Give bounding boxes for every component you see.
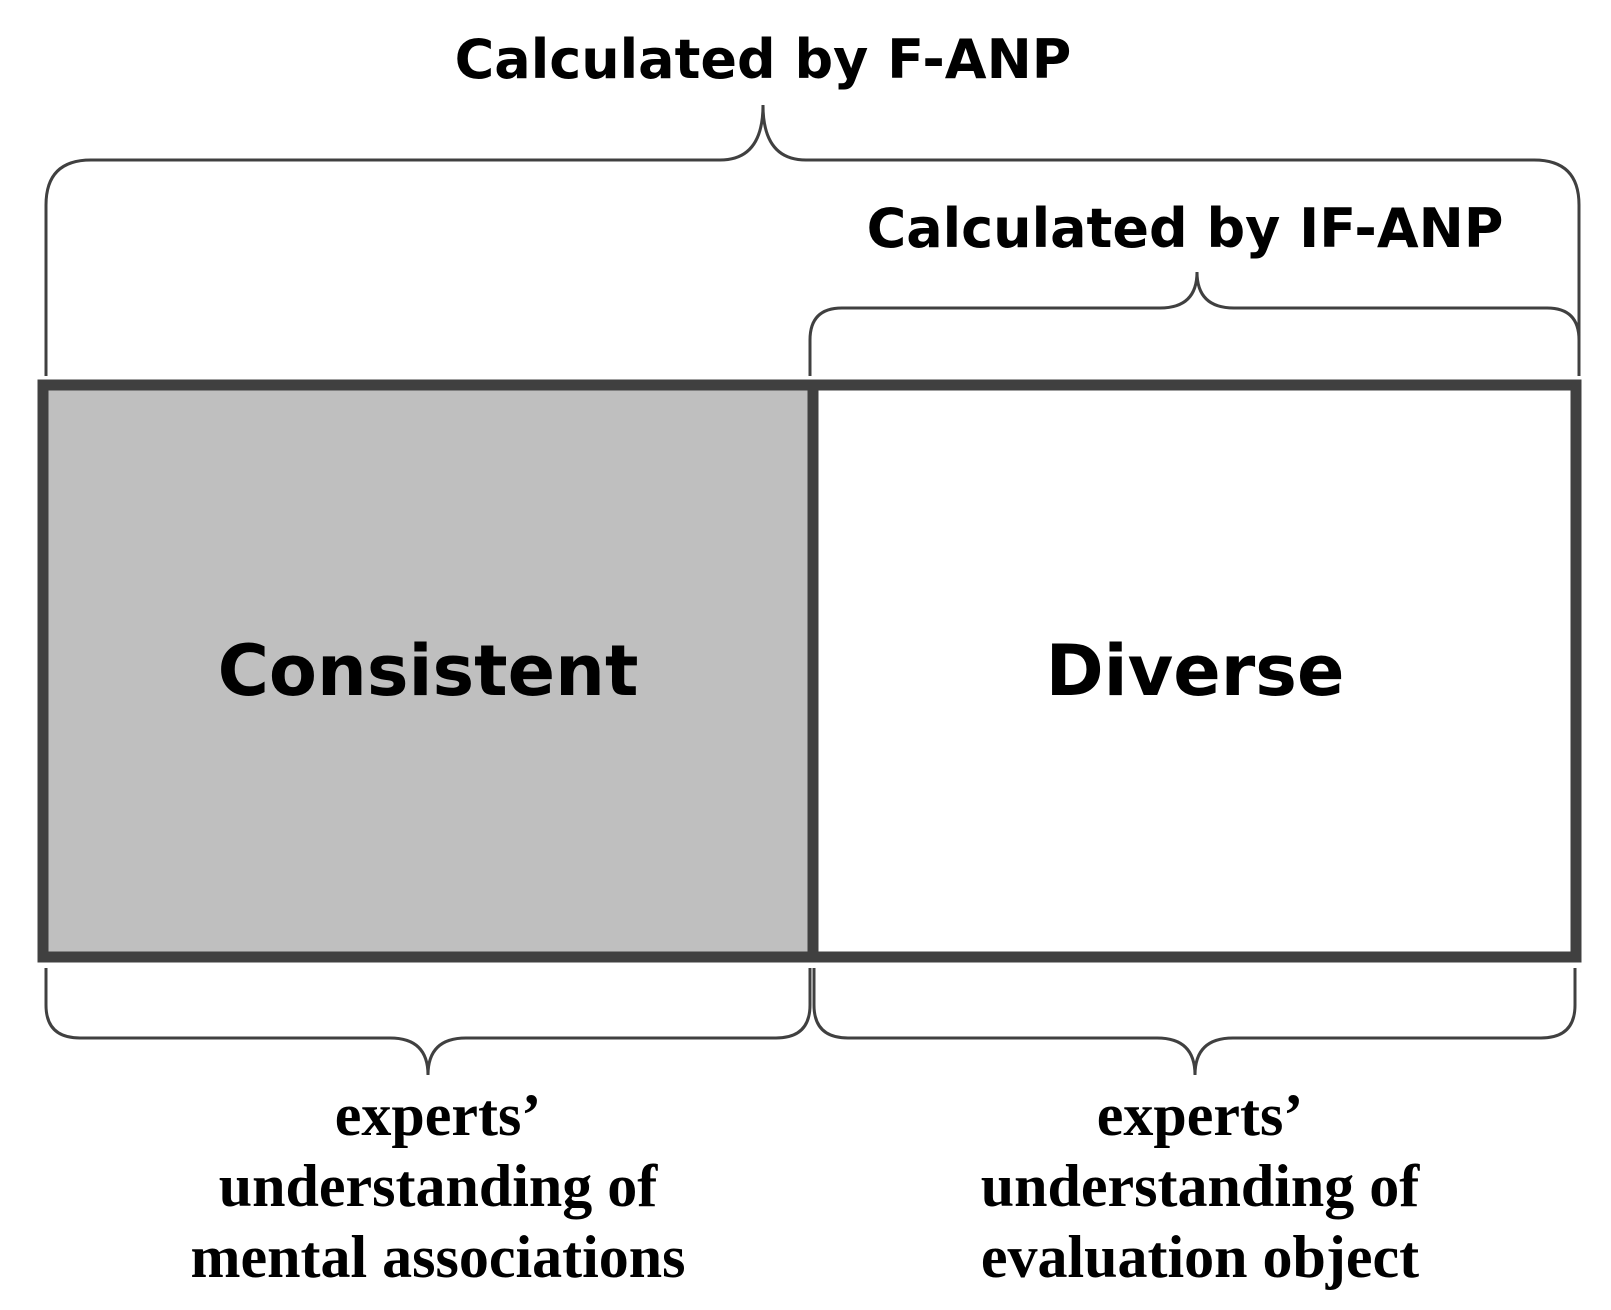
f-anp-label: Calculated by F-ANP [455,28,1072,91]
if-anp-brace [808,271,1581,376]
mental-associations-brace [44,968,812,1076]
diverse-box [807,379,1582,963]
evaluation-object-brace [812,968,1577,1076]
evaluation-object-line-2: understanding of [981,1153,1420,1219]
consistent-label: Consistent [218,630,639,712]
evaluation-object-line-1: experts’ [1097,1082,1304,1148]
if-anp-label: Calculated by IF-ANP [867,197,1504,260]
mental-associations-line-1: experts’ [335,1082,542,1148]
evaluation-object-line-3: evaluation object [981,1224,1419,1290]
mental-associations-line-3: mental associations [191,1224,686,1290]
f-anp-brace [44,104,1581,376]
mental-associations-line-2: understanding of [219,1153,658,1219]
diverse-label: Diverse [1046,630,1345,712]
